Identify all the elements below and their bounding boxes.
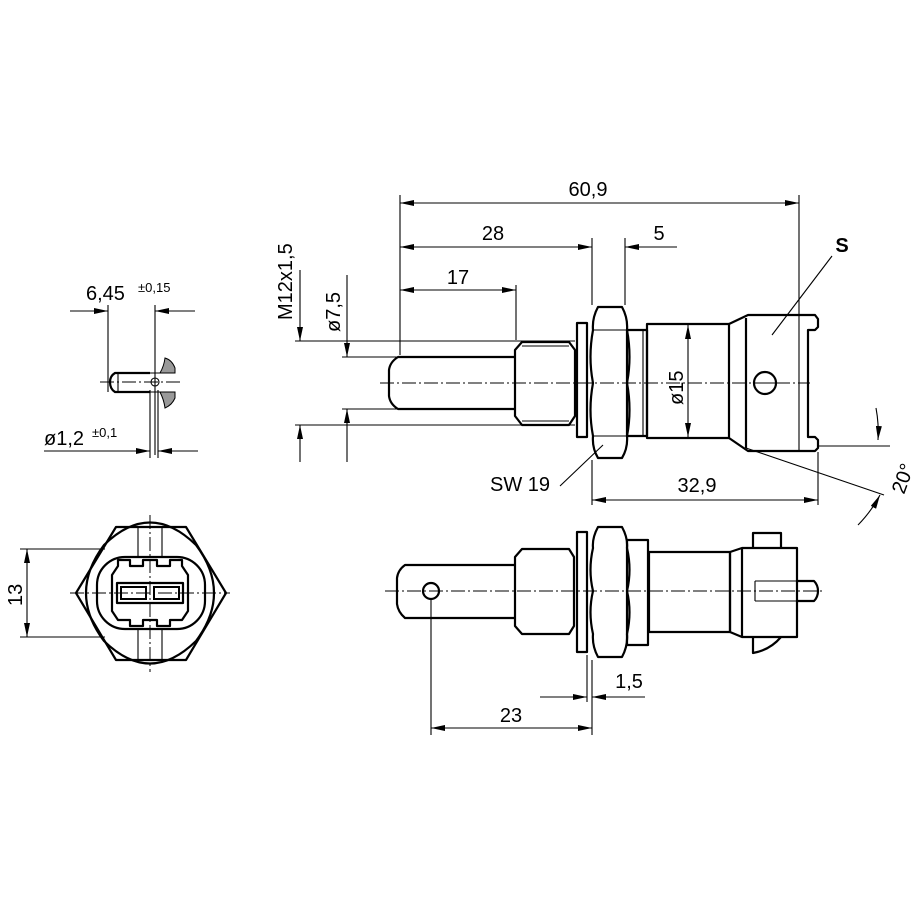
dim-washer-thickness: 1,5 (615, 671, 643, 693)
dim-pin-length: 17 (447, 267, 469, 289)
thread-section (513, 340, 577, 427)
side-view-bottom: 1,5 23 (385, 525, 825, 735)
dim-hole-position: 23 (500, 705, 522, 727)
dim-pin-diameter: ø7,5 (323, 292, 345, 332)
dim-nut-width: 5 (653, 223, 664, 245)
dim-connector-length: 32,9 (678, 475, 717, 497)
dim-connector-height: 13 (5, 584, 27, 606)
section-label: S (835, 235, 848, 257)
connector-front-view: 13 (5, 515, 230, 672)
sensor-body (645, 322, 731, 440)
sensor-pin (387, 355, 515, 411)
dim-thread: M12x1,5 (275, 243, 297, 320)
dimensions-top: 60,9 28 5 17 M12x1,5 ø7,5 ø15 32,9 SW 19… (275, 179, 915, 526)
connector-housing (728, 313, 820, 453)
terminal-detail: 6,45 ±0,15 ø1,2 ±0,1 (44, 280, 198, 458)
washer (575, 321, 589, 439)
dim-hole-diameter-tol: ±0,1 (92, 425, 117, 440)
dim-hole-diameter: ø1,2 (44, 428, 84, 450)
dim-body-diameter: ø15 (666, 371, 688, 405)
dim-wrench-size: SW 19 (490, 474, 550, 496)
dim-terminal-spacing: 6,45 (86, 283, 125, 305)
side-view-top (380, 305, 820, 460)
dim-terminal-spacing-tol: ±0,15 (138, 280, 170, 295)
dim-overall-length: 60,9 (569, 179, 608, 201)
hex-nut (589, 305, 631, 460)
dim-to-seat: 28 (482, 223, 504, 245)
dim-angle: 20° (888, 461, 915, 497)
